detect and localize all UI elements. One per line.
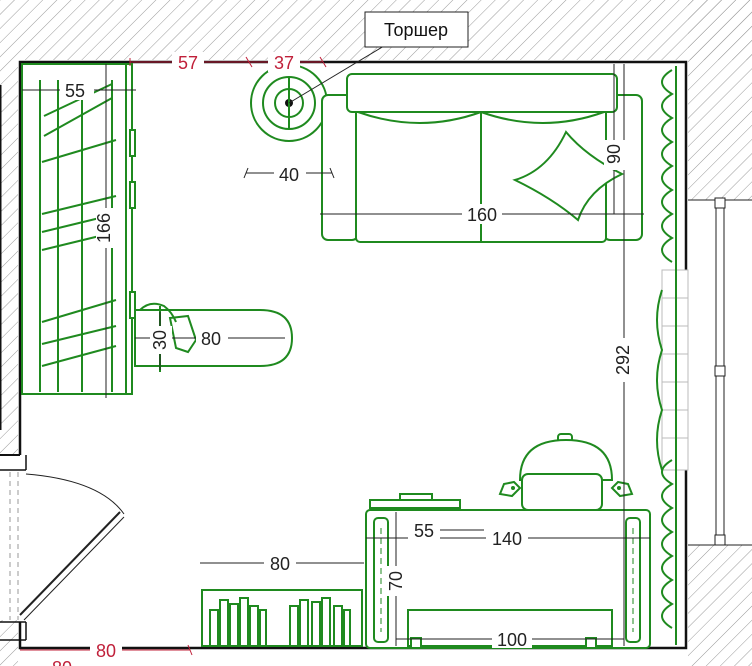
dim-desk-width: 140 — [492, 529, 522, 549]
dim-door-red: 80 — [96, 641, 116, 661]
dim-sofa-width: 160 — [467, 205, 497, 225]
callout-label: Торшер — [384, 20, 448, 40]
wardrobe — [21, 63, 136, 398]
callout: Торшер — [288, 11, 469, 104]
iron-icon — [139, 302, 198, 354]
dim-sofa-depth: 90 — [604, 144, 624, 164]
cushion-icon — [512, 130, 625, 222]
dim-desk-depth: 70 — [386, 571, 406, 591]
dim-gap-red: 57 — [178, 53, 198, 73]
dim-desk-clearance: 80 — [270, 554, 290, 574]
dim-ironing-board-width: 30 — [150, 330, 170, 350]
curtain — [656, 66, 677, 645]
dim-wardrobe-length: 166 — [94, 213, 114, 243]
window — [661, 197, 752, 546]
door — [9, 472, 125, 621]
dim-ironing-board-length: 80 — [201, 329, 221, 349]
bookshelf-icon — [201, 589, 363, 647]
dim-desk-inner: 100 — [497, 630, 527, 650]
chair-icon — [498, 433, 634, 511]
dim-wardrobe-depth: 55 — [65, 81, 85, 101]
dim-desk-gap: 55 — [414, 521, 434, 541]
dim-lamp-clearance: 40 — [279, 165, 299, 185]
dimension-labels: 55 57 37 166 40 160 90 30 80 292 55 140 … — [52, 52, 634, 666]
dim-room-length: 292 — [613, 345, 633, 375]
sofa-icon — [321, 73, 643, 243]
dim-bottom-partial: 80 — [52, 658, 72, 666]
dim-lamp-red: 37 — [274, 53, 294, 73]
desk — [365, 493, 651, 649]
